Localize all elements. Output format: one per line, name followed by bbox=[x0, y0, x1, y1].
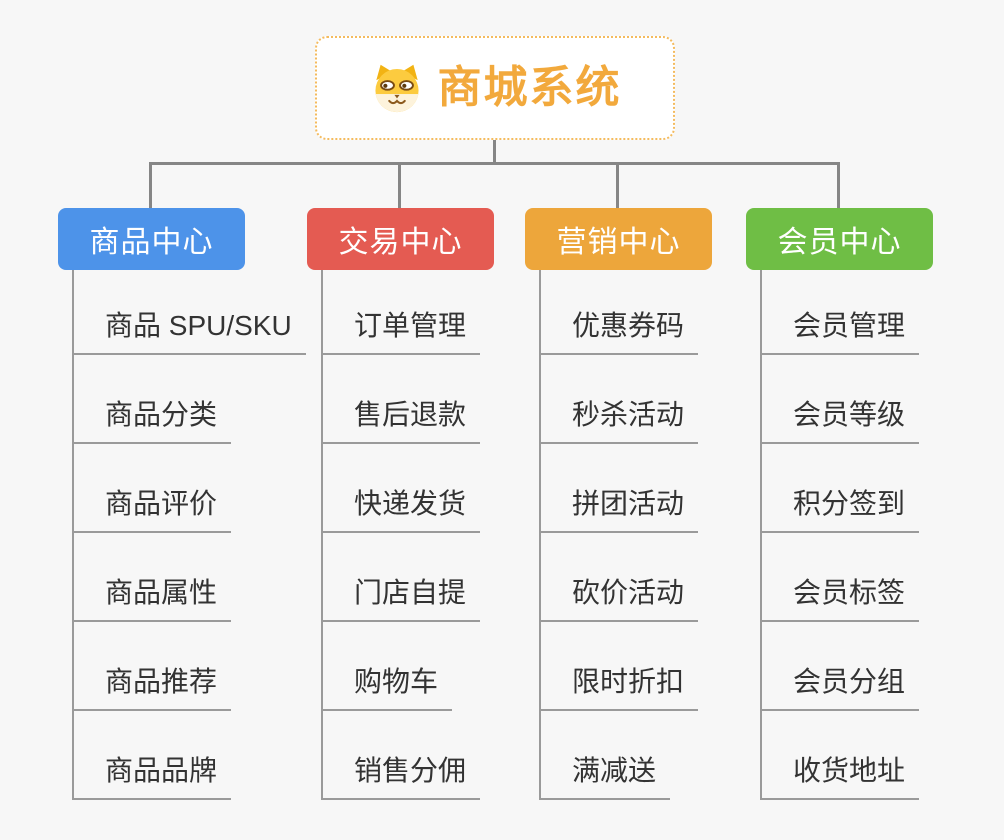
child-node-label: 限时折扣 bbox=[572, 666, 685, 697]
child-node[interactable]: 门店自提 bbox=[321, 533, 481, 622]
branch-stub-connector bbox=[149, 162, 152, 208]
root-node[interactable]: 商城系统 bbox=[315, 36, 675, 140]
child-node[interactable]: 会员标签 bbox=[760, 533, 920, 622]
root-connector-stub bbox=[493, 140, 496, 164]
child-node-label: 快递发货 bbox=[354, 488, 467, 519]
child-node-label: 收货地址 bbox=[793, 755, 906, 786]
branch-vertical-connector bbox=[539, 270, 541, 800]
branch-children: 订单管理售后退款快递发货门店自提购物车销售分佣 bbox=[321, 266, 481, 800]
child-node-label: 商品评价 bbox=[105, 488, 218, 519]
branch-stub-connector bbox=[616, 162, 619, 208]
child-node-label: 售后退款 bbox=[354, 399, 467, 430]
branch-vertical-connector bbox=[760, 270, 762, 800]
child-node[interactable]: 会员等级 bbox=[760, 355, 920, 444]
child-node-label: 商品 SPU/SKU bbox=[105, 310, 292, 341]
child-node-label: 购物车 bbox=[354, 666, 439, 697]
child-node[interactable]: 商品品牌 bbox=[72, 711, 232, 800]
child-node-label: 销售分佣 bbox=[354, 755, 467, 786]
child-node-label: 秒杀活动 bbox=[572, 399, 685, 430]
child-node[interactable]: 秒杀活动 bbox=[539, 355, 699, 444]
child-node-label: 会员分组 bbox=[793, 666, 906, 697]
branch-children: 优惠券码秒杀活动拼团活动砍价活动限时折扣满减送 bbox=[539, 266, 699, 800]
child-node[interactable]: 快递发货 bbox=[321, 444, 481, 533]
child-node-label: 商品品牌 bbox=[105, 755, 218, 786]
child-node[interactable]: 优惠券码 bbox=[539, 266, 699, 355]
child-node[interactable]: 商品 SPU/SKU bbox=[72, 266, 306, 355]
child-node[interactable]: 商品推荐 bbox=[72, 622, 232, 711]
branch-children: 商品 SPU/SKU 商品分类商品评价商品属性商品推荐商品品牌 bbox=[72, 266, 306, 800]
child-node-label: 门店自提 bbox=[354, 577, 467, 608]
child-node[interactable]: 购物车 bbox=[321, 622, 453, 711]
child-node[interactable]: 商品分类 bbox=[72, 355, 232, 444]
branch-stub-connector bbox=[398, 162, 401, 208]
child-node[interactable]: 会员分组 bbox=[760, 622, 920, 711]
child-node-label: 会员等级 bbox=[793, 399, 906, 430]
child-node-label: 积分签到 bbox=[793, 488, 906, 519]
child-node-label: 满减送 bbox=[572, 755, 657, 786]
child-node[interactable]: 限时折扣 bbox=[539, 622, 699, 711]
branch-stub-connector bbox=[837, 162, 840, 208]
child-node[interactable]: 积分签到 bbox=[760, 444, 920, 533]
branch-children: 会员管理会员等级积分签到会员标签会员分组收货地址 bbox=[760, 266, 920, 800]
child-node[interactable]: 拼团活动 bbox=[539, 444, 699, 533]
branch-box-4[interactable]: 会员中心 bbox=[746, 208, 933, 270]
child-node[interactable]: 售后退款 bbox=[321, 355, 481, 444]
branch-vertical-connector bbox=[321, 270, 323, 800]
child-node-label: 砍价活动 bbox=[572, 577, 685, 608]
child-node-label: 拼团活动 bbox=[572, 488, 685, 519]
child-node-label: 优惠券码 bbox=[572, 310, 685, 341]
child-node[interactable]: 收货地址 bbox=[760, 711, 920, 800]
child-node-label: 商品推荐 bbox=[105, 666, 218, 697]
child-node[interactable]: 订单管理 bbox=[321, 266, 481, 355]
branch-box-1[interactable]: 商品中心 bbox=[58, 208, 245, 270]
root-title: 商城系统 bbox=[437, 63, 622, 112]
child-node[interactable]: 会员管理 bbox=[760, 266, 920, 355]
child-node-label: 商品属性 bbox=[105, 577, 218, 608]
child-node-label: 会员标签 bbox=[793, 577, 906, 608]
child-node-label: 订单管理 bbox=[354, 310, 467, 341]
child-node[interactable]: 商品属性 bbox=[72, 533, 232, 622]
branch-connector-line bbox=[150, 162, 840, 165]
child-node[interactable]: 满减送 bbox=[539, 711, 671, 800]
branch-box-3[interactable]: 营销中心 bbox=[525, 208, 712, 270]
child-node-label: 会员管理 bbox=[793, 310, 906, 341]
child-node-label: 商品分类 bbox=[105, 399, 218, 430]
child-node[interactable]: 商品评价 bbox=[72, 444, 232, 533]
branch-vertical-connector bbox=[72, 270, 74, 800]
dog-face-icon bbox=[369, 63, 425, 113]
branch-box-2[interactable]: 交易中心 bbox=[307, 208, 494, 270]
child-node[interactable]: 销售分佣 bbox=[321, 711, 481, 800]
child-node[interactable]: 砍价活动 bbox=[539, 533, 699, 622]
